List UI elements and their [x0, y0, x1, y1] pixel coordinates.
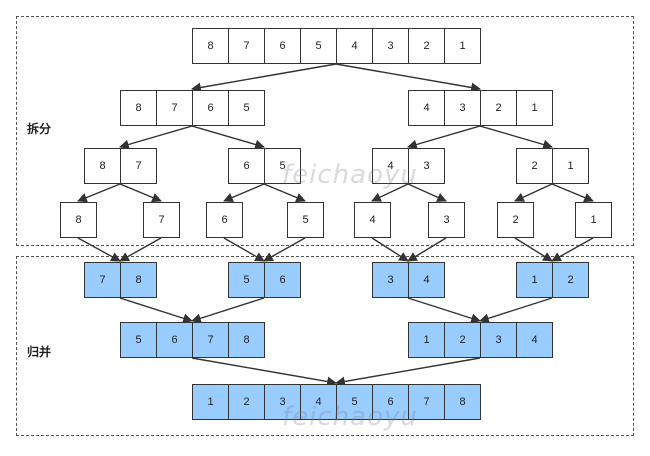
merged-cell: 7	[84, 262, 121, 298]
arrow	[191, 297, 265, 323]
split-section-frame	[16, 16, 634, 246]
merged-cell: 3	[264, 384, 301, 420]
merged-cell: 1	[516, 262, 553, 298]
plain-cell: 6	[228, 148, 265, 184]
merged-cell: 6	[156, 322, 193, 358]
arrow	[371, 183, 409, 202]
arrow	[551, 237, 594, 262]
plain-cell: 1	[552, 148, 589, 184]
plain-cell: 2	[480, 90, 517, 126]
plain-cell: 5	[228, 90, 265, 126]
plain-cell: 7	[156, 90, 193, 126]
merged-cell: 2	[228, 384, 265, 420]
arrow	[119, 125, 193, 150]
merged-cell: 6	[372, 384, 409, 420]
arrow	[479, 297, 553, 323]
arrow	[223, 183, 265, 203]
plain-cell: 7	[228, 28, 265, 64]
plain-cell: 1	[444, 28, 481, 64]
merged-cell: 5	[336, 384, 373, 420]
plain-cell: 7	[120, 148, 157, 184]
merged-cell: 6	[264, 262, 301, 298]
plain-cell: 8	[60, 202, 97, 238]
plain-cell: 4	[408, 90, 445, 126]
merged-cell: 1	[192, 384, 229, 420]
arrow	[191, 357, 337, 387]
arrow	[371, 237, 409, 262]
merged-cell: 4	[516, 322, 553, 358]
plain-cell: 2	[497, 202, 534, 238]
arrow	[263, 237, 306, 262]
merged-cell: 5	[228, 262, 265, 298]
plain-cell: 2	[408, 28, 445, 64]
merged-cell: 1	[408, 322, 445, 358]
plain-cell: 6	[264, 28, 301, 64]
plain-cell: 1	[575, 202, 612, 238]
plain-cell: 3	[408, 148, 445, 184]
arrow	[514, 183, 553, 202]
arrow	[514, 237, 553, 262]
merged-cell: 7	[192, 322, 229, 358]
arrow	[119, 297, 193, 323]
arrow	[479, 125, 553, 150]
arrow	[77, 183, 121, 203]
merged-cell: 8	[444, 384, 481, 420]
arrow	[119, 237, 162, 262]
plain-cell: 4	[354, 202, 391, 238]
arrow	[191, 125, 265, 150]
merged-cell: 4	[300, 384, 337, 420]
arrow	[191, 63, 337, 93]
plain-cell: 8	[120, 90, 157, 126]
arrow	[407, 183, 447, 202]
plain-cell: 3	[372, 28, 409, 64]
plain-cell: 3	[428, 202, 465, 238]
plain-cell: 6	[206, 202, 243, 238]
plain-cell: 5	[300, 28, 337, 64]
plain-cell: 4	[336, 28, 373, 64]
arrow	[77, 237, 121, 262]
arrow	[335, 63, 481, 93]
arrow	[407, 125, 481, 150]
merged-cell: 8	[120, 262, 157, 298]
plain-cell: 8	[84, 148, 121, 184]
merged-cell: 7	[408, 384, 445, 420]
plain-cell: 6	[192, 90, 229, 126]
plain-cell: 5	[287, 202, 324, 238]
arrow	[407, 297, 481, 323]
plain-cell: 7	[143, 202, 180, 238]
arrow	[551, 183, 594, 203]
merge-label: 归并	[27, 345, 52, 359]
merged-cell: 3	[372, 262, 409, 298]
plain-cell: 3	[444, 90, 481, 126]
plain-cell: 2	[516, 148, 553, 184]
merged-cell: 4	[408, 262, 445, 298]
plain-cell: 5	[264, 148, 301, 184]
merged-cell: 3	[480, 322, 517, 358]
arrow	[407, 237, 447, 262]
arrow	[119, 183, 162, 203]
plain-cell: 4	[372, 148, 409, 184]
merged-cell: 5	[120, 322, 157, 358]
merged-cell: 8	[228, 322, 265, 358]
merge-section-frame	[16, 256, 634, 436]
arrow	[335, 357, 481, 387]
split-label: 拆分	[27, 122, 52, 136]
merged-cell: 2	[552, 262, 589, 298]
plain-cell: 8	[192, 28, 229, 64]
arrow	[223, 237, 265, 262]
arrow	[263, 183, 306, 203]
plain-cell: 1	[516, 90, 553, 126]
merged-cell: 2	[444, 322, 481, 358]
